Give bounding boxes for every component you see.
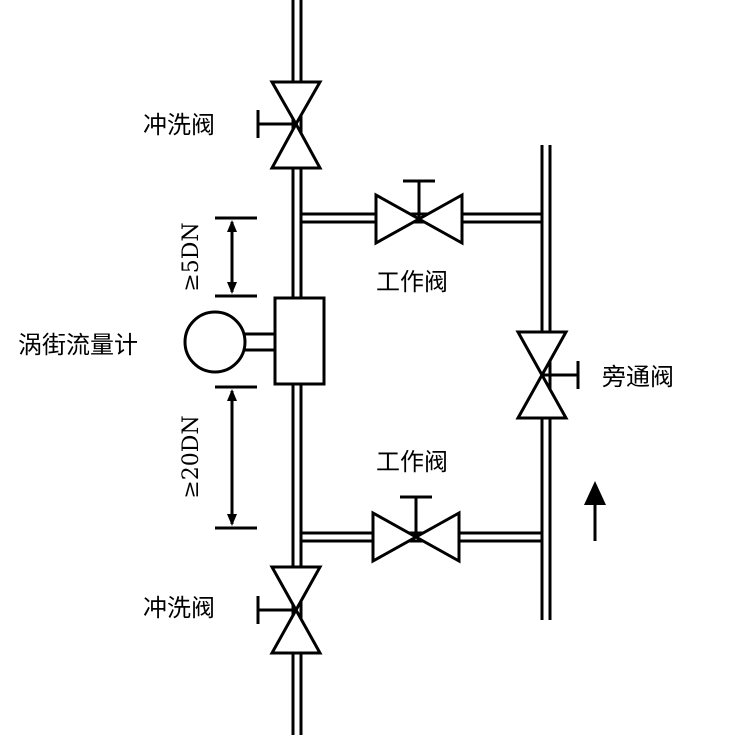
flush-valve-top-label: 冲洗阀 [143, 111, 215, 139]
flow-direction-arrow-icon [584, 481, 606, 541]
flush-valve-top-symbol [256, 80, 323, 170]
upstream-length-label: ≥20DN [179, 415, 204, 498]
bypass-valve-symbol [515, 330, 580, 420]
bypass-valve-label: 旁通阀 [602, 363, 674, 391]
work-valve-bottom-symbol [371, 495, 461, 564]
downstream-length-label: ≥5DN [179, 222, 204, 291]
flush-valve-bottom-label: 冲洗阀 [143, 594, 215, 622]
flowmeter-label: 涡街流量计 [18, 331, 138, 359]
work-valve-top-symbol [374, 179, 464, 246]
flowmeter-symbol [183, 296, 326, 386]
dimension-downstream [215, 216, 257, 298]
work-valve-top-label: 工作阀 [376, 268, 448, 296]
dimension-upstream [215, 385, 257, 530]
flush-valve-bottom-symbol [256, 565, 323, 655]
work-valve-bottom-label: 工作阀 [376, 448, 448, 476]
